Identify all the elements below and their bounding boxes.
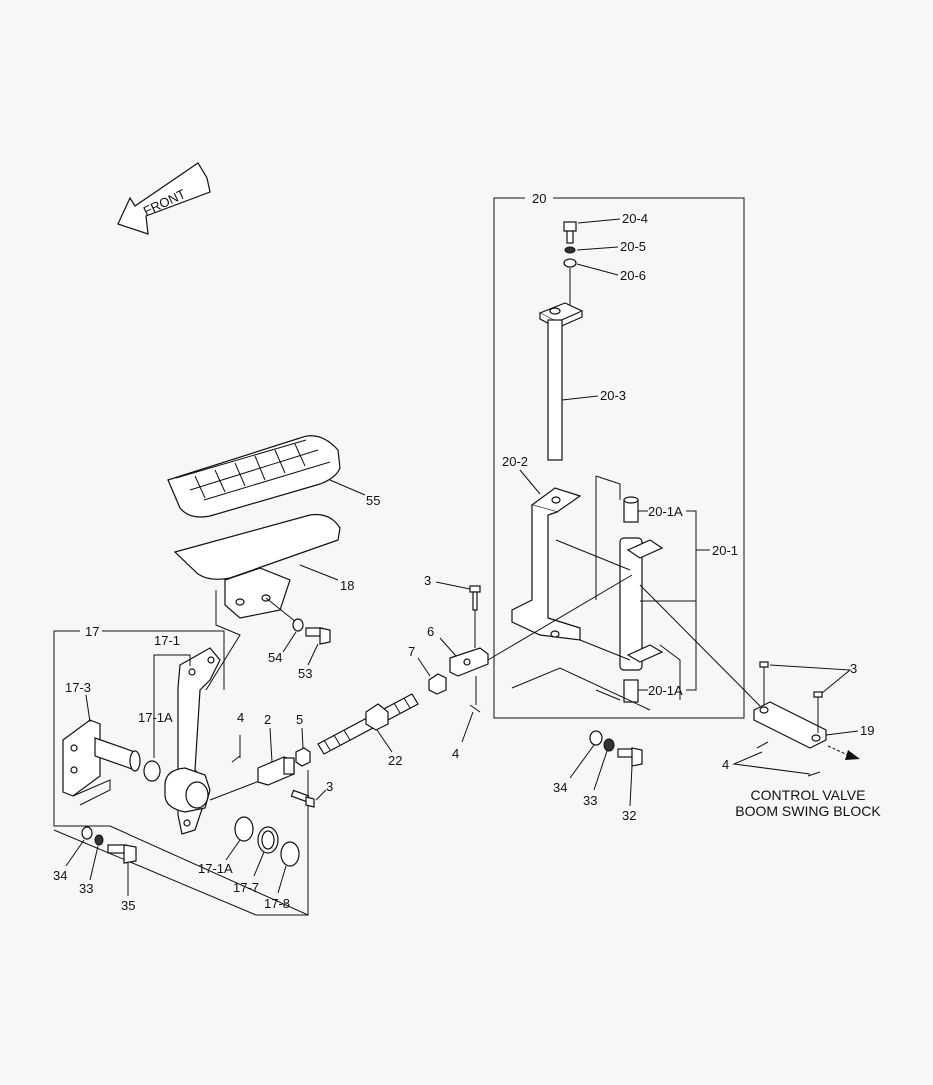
caption-line-1: CONTROL VALVE	[751, 787, 866, 803]
callout-17-8: 17-8	[264, 896, 290, 911]
callout-20-1: 20-1	[712, 543, 738, 558]
callout-33-mid: 33	[583, 793, 597, 808]
pin-4-right-b	[807, 771, 821, 777]
bolt-32	[617, 747, 643, 767]
callout-17-7: 17-7	[233, 880, 259, 895]
callout-20: 20	[532, 191, 546, 206]
callout-22: 22	[388, 753, 402, 768]
callout-35: 35	[121, 898, 135, 913]
direction-arrow-icon	[827, 745, 860, 760]
callout-18: 18	[340, 578, 354, 593]
callout-17-1A-a: 17-1A	[138, 710, 173, 725]
callout-55: 55	[366, 493, 380, 508]
nut-7	[428, 673, 447, 695]
callout-20-5: 20-5	[620, 239, 646, 254]
snap-ring-17-8	[280, 841, 300, 867]
washer-34-left	[81, 826, 93, 840]
link-19	[753, 701, 827, 749]
callout-6: 6	[427, 624, 434, 639]
caption-line-2: BOOM SWING BLOCK	[735, 803, 881, 819]
washer-33-left	[94, 834, 104, 846]
callout-54: 54	[268, 650, 282, 665]
callout-34-mid: 34	[553, 780, 567, 795]
washer-20-5	[564, 246, 576, 254]
callout-20-3: 20-3	[600, 388, 626, 403]
callout-34-left: 34	[53, 868, 67, 883]
washer-20-6	[563, 258, 577, 268]
front-arrow: FRONT	[117, 162, 211, 235]
callout-19: 19	[860, 723, 874, 738]
callout-33-left: 33	[79, 881, 93, 896]
washer-33-mid	[603, 738, 615, 752]
callout-4-mid: 4	[452, 746, 459, 761]
callout-17-3: 17-3	[65, 680, 91, 695]
pin-4-mid	[469, 704, 481, 713]
group-20-box: 20	[493, 191, 745, 719]
bushing-17-1A-b	[234, 816, 254, 842]
bolt-3-right-b	[813, 691, 823, 698]
pin-4-left	[231, 755, 241, 763]
callout-17: 17	[85, 624, 99, 639]
callout-2: 2	[264, 712, 271, 727]
pedal-18	[173, 513, 341, 619]
clevis-6	[449, 647, 489, 677]
clevis-2	[257, 756, 295, 786]
callout-3-right: 3	[850, 661, 857, 676]
pin-4-right-a	[756, 741, 769, 749]
rod-22	[317, 693, 419, 755]
bolt-3-clevis	[290, 789, 315, 808]
nut-5	[295, 747, 311, 767]
callout-4-right: 4	[722, 757, 729, 772]
bushing-17-1A-a	[143, 760, 161, 782]
bolt-3-right-a	[759, 661, 769, 668]
bolt-20-4	[563, 221, 577, 244]
bolt-35	[107, 844, 137, 864]
shaft-20-3	[538, 302, 584, 461]
callout-3-top: 3	[424, 573, 431, 588]
lever-20-1	[619, 496, 664, 703]
callout-20-1A-bottom: 20-1A	[648, 683, 683, 698]
bolt-3-top	[469, 585, 481, 611]
callout-17-1A-b: 17-1A	[198, 861, 233, 876]
callout-20-6: 20-6	[620, 268, 646, 283]
callout-4-left: 4	[237, 710, 244, 725]
washer-34-mid	[589, 730, 603, 746]
callout-5: 5	[296, 712, 303, 727]
base-plate-17-3	[62, 719, 141, 797]
pedal-arm-17-1	[164, 647, 221, 835]
callout-7: 7	[408, 644, 415, 659]
callout-32: 32	[622, 808, 636, 823]
callout-3-clevis: 3	[326, 779, 333, 794]
bolt-53	[305, 627, 331, 645]
callout-20-2: 20-2	[502, 454, 528, 469]
callout-17-1: 17-1	[154, 633, 180, 648]
callout-20-4: 20-4	[622, 211, 648, 226]
bracket-20-2	[511, 487, 582, 641]
washer-54	[292, 618, 304, 632]
callout-20-1A-top: 20-1A	[648, 504, 683, 519]
group-17-box: 17	[53, 624, 309, 916]
callout-53: 53	[298, 666, 312, 681]
pedal-pad-55	[167, 435, 341, 518]
